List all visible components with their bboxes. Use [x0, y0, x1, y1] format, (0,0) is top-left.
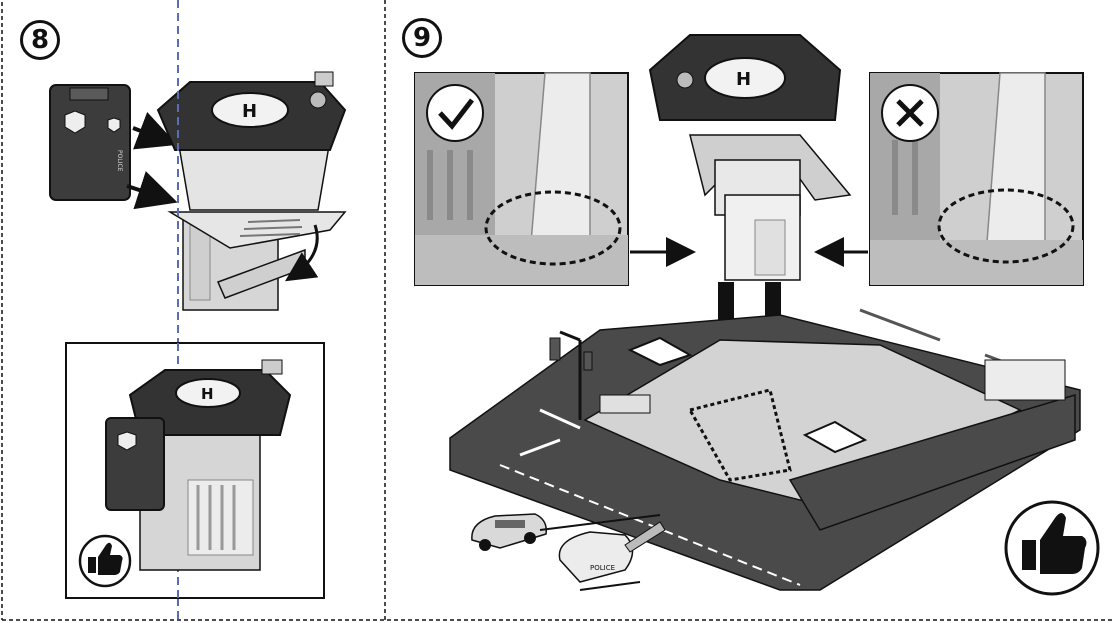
svg-text:H: H — [201, 385, 214, 403]
x-icon — [896, 99, 924, 127]
thumbs-up-icon — [78, 534, 132, 588]
tower-base-part — [167, 139, 347, 311]
thumbs-up-icon — [1004, 500, 1100, 596]
police-station-base — [449, 308, 1081, 591]
police-box-part: POLICE — [49, 84, 131, 201]
helipad-roof-part: H — [156, 71, 347, 151]
svg-text:H: H — [242, 101, 257, 122]
check-icon — [438, 98, 474, 130]
step-8-illustration: POLICE H — [49, 71, 347, 311]
police-car-vehicle — [471, 513, 548, 551]
svg-text:POLICE: POLICE — [116, 150, 123, 172]
police-helicopter-vehicle: POLICE — [539, 514, 666, 591]
step-9-number: 9 — [402, 18, 442, 58]
tower-assembly: H — [648, 34, 852, 281]
inset-correct — [414, 72, 629, 286]
step-8-number: 8 — [20, 20, 60, 60]
step-8-result-illustration: H — [105, 359, 292, 571]
svg-text:H: H — [736, 69, 751, 90]
inset-incorrect — [869, 72, 1084, 286]
svg-text:POLICE: POLICE — [590, 564, 615, 572]
